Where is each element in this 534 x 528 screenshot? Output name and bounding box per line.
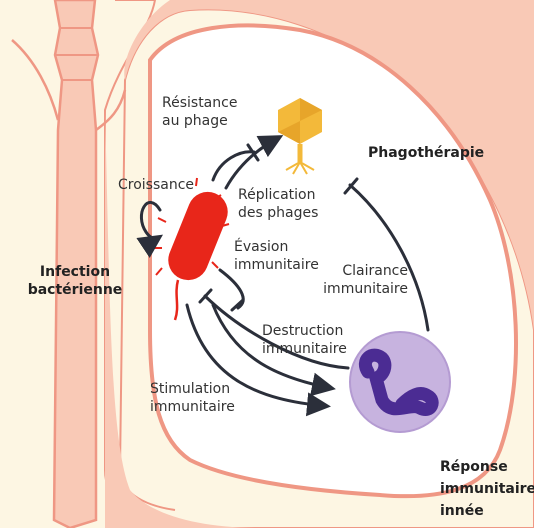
- label-reponse: Réponse immunitaire innée: [440, 456, 534, 522]
- left-branch: [12, 40, 58, 120]
- label-croissance: Croissance: [118, 176, 194, 194]
- label-stimulation: Stimulation immunitaire: [150, 380, 235, 416]
- neutrophil-icon: [350, 332, 450, 432]
- label-replication: Réplication des phages: [238, 186, 318, 222]
- label-destruction: Destruction immunitaire: [262, 322, 347, 358]
- label-infection: Infection bactérienne: [20, 263, 130, 299]
- label-clairance: Clairance immunitaire: [304, 262, 408, 298]
- label-phagotherapie: Phagothérapie: [368, 144, 484, 162]
- label-resistance: Résistance au phage: [162, 94, 237, 130]
